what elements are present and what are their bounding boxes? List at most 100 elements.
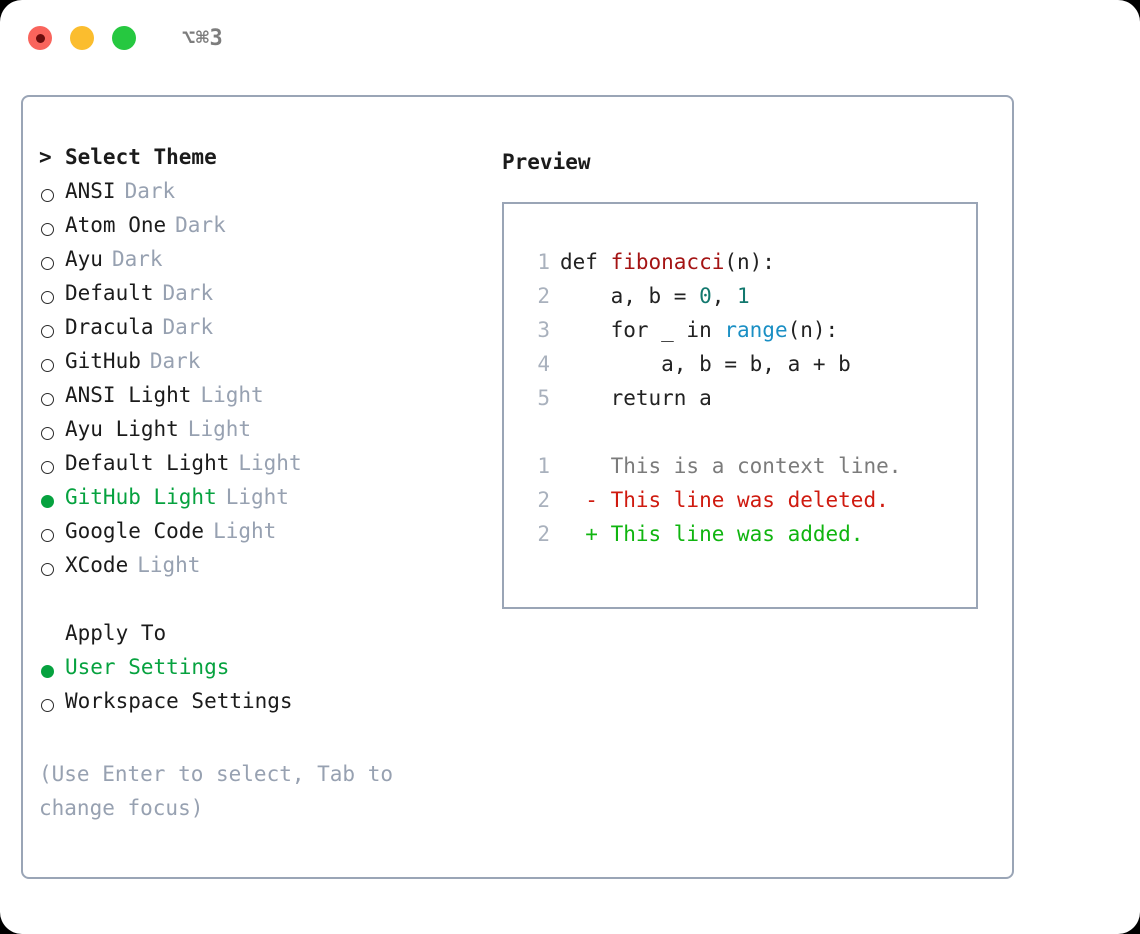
theme-option-github-light[interactable]: GitHub Light Light — [39, 485, 489, 519]
code-token-plain: , — [711, 284, 738, 308]
diff-line-text: This line was added. — [610, 522, 864, 546]
close-button-icon[interactable] — [28, 26, 52, 50]
theme-option-variant: Dark — [162, 281, 214, 305]
traffic-lights — [28, 26, 136, 50]
code-token-number: 0 — [699, 284, 712, 308]
apply-to-heading: Apply To — [39, 621, 489, 655]
apply-to-option-workspace-settings[interactable]: Workspace Settings — [39, 689, 489, 723]
diff-line-number: 2 — [537, 488, 550, 512]
theme-option-variant: Light — [238, 451, 302, 475]
theme-option-label: GitHub — [65, 349, 141, 373]
code-line-content: return a — [560, 386, 712, 410]
minimize-button-icon[interactable] — [70, 26, 94, 50]
theme-option-variant: Light — [200, 383, 264, 407]
theme-option-ansi-light[interactable]: ANSI Light Light — [39, 383, 489, 417]
code-token-plain: (n): — [724, 250, 775, 274]
code-token-plain: for _ in — [560, 318, 725, 342]
theme-option-label: ANSI Light — [65, 383, 192, 407]
code-line: 2 a, b = 0, 1 — [522, 284, 976, 318]
title-bar: ⌥⌘3 — [0, 0, 1140, 76]
theme-option-variant: Dark — [175, 213, 226, 237]
zoom-button-icon[interactable] — [112, 26, 136, 50]
theme-option-variant: Dark — [124, 179, 176, 203]
theme-option-label: ANSI — [65, 179, 116, 203]
diff-marker-deleted: - — [560, 488, 611, 512]
code-token-plain: return a — [560, 386, 712, 410]
code-line: 3 for _ in range(n): — [522, 318, 976, 352]
diff-line-number: 2 — [537, 522, 550, 546]
theme-option-xcode[interactable]: XCode Light — [39, 553, 489, 587]
theme-option-variant: Light — [187, 417, 252, 441]
theme-option-label: Google Code — [65, 519, 205, 543]
diff-sample: 1 This is a context line.2 - This line w… — [522, 454, 976, 556]
theme-option-ayu[interactable]: Ayu Dark — [39, 247, 489, 281]
theme-option-google-code[interactable]: Google Code Light — [39, 519, 489, 553]
theme-option-label: XCode — [65, 553, 129, 577]
apply-to-option-label: Workspace Settings — [65, 689, 293, 713]
diff-marker-added: + — [560, 522, 611, 546]
apply-to-option-user-settings[interactable]: User Settings — [39, 655, 489, 689]
code-line-content: for _ in range(n): — [560, 318, 839, 342]
code-line: 5 return a — [522, 386, 976, 420]
theme-option-atom-one[interactable]: Atom One Dark — [39, 213, 489, 247]
theme-option-ansi[interactable]: ANSI Dark — [39, 179, 489, 213]
list-spacer — [39, 587, 489, 621]
preview-title: Preview — [502, 150, 591, 174]
diff-line: 1 This is a context line. — [522, 454, 976, 488]
theme-option-variant: Light — [225, 485, 289, 509]
code-line: 4 a, b = b, a + b — [522, 352, 976, 386]
theme-option-github[interactable]: GitHub Dark — [39, 349, 489, 383]
apply-to-heading-label: Apply To — [65, 621, 167, 645]
keyboard-hint: (Use Enter to select, Tab to change focu… — [39, 762, 394, 820]
select-theme-heading: > Select Theme — [39, 145, 489, 179]
diff-line: 2 + This line was added. — [522, 522, 976, 556]
theme-option-ayu-light[interactable]: Ayu Light Light — [39, 417, 489, 451]
code-token-plain: def — [560, 250, 611, 274]
diff-line-text: This is a context line. — [610, 454, 902, 478]
code-token-plain: a, b = b, a + b — [560, 352, 851, 376]
code-token-number: 1 — [737, 284, 750, 308]
code-line-number: 3 — [537, 318, 550, 342]
code-line-content: a, b = 0, 1 — [560, 284, 750, 308]
code-line-content: def fibonacci(n): — [560, 250, 775, 274]
theme-option-variant: Light — [137, 553, 201, 577]
theme-option-default-light[interactable]: Default Light Light — [39, 451, 489, 485]
theme-option-variant: Dark — [162, 315, 214, 339]
theme-option-label: GitHub Light — [65, 485, 217, 509]
cursor-marker-icon: > — [39, 145, 52, 169]
code-line-number: 4 — [537, 352, 550, 376]
theme-option-variant: Dark — [111, 247, 163, 271]
code-token-function: fibonacci — [610, 250, 725, 274]
diff-line-text: This line was deleted. — [610, 488, 889, 512]
diff-line: 2 - This line was deleted. — [522, 488, 976, 522]
diff-marker-context — [560, 454, 611, 478]
diff-line-number: 1 — [537, 454, 550, 478]
theme-option-label: Atom One — [65, 213, 167, 237]
theme-option-label: Ayu — [65, 247, 103, 271]
theme-option-variant: Light — [213, 519, 277, 543]
apply-to-option-label: User Settings — [65, 655, 230, 679]
code-line-number: 2 — [537, 284, 550, 308]
code-token-plain: a, b = — [560, 284, 700, 308]
theme-option-variant: Dark — [149, 349, 201, 373]
code-line-number: 5 — [537, 386, 550, 410]
select-theme-heading-label: Select Theme — [65, 145, 217, 169]
window-title: ⌥⌘3 — [182, 25, 224, 51]
code-line-content: a, b = b, a + b — [560, 352, 851, 376]
theme-option-default[interactable]: Default Dark — [39, 281, 489, 315]
code-token-call: range — [724, 318, 788, 342]
theme-option-label: Default Light — [65, 451, 230, 475]
theme-option-label: Ayu Light — [65, 417, 179, 441]
theme-option-label: Default — [65, 281, 154, 305]
code-diff-separator — [522, 420, 976, 454]
